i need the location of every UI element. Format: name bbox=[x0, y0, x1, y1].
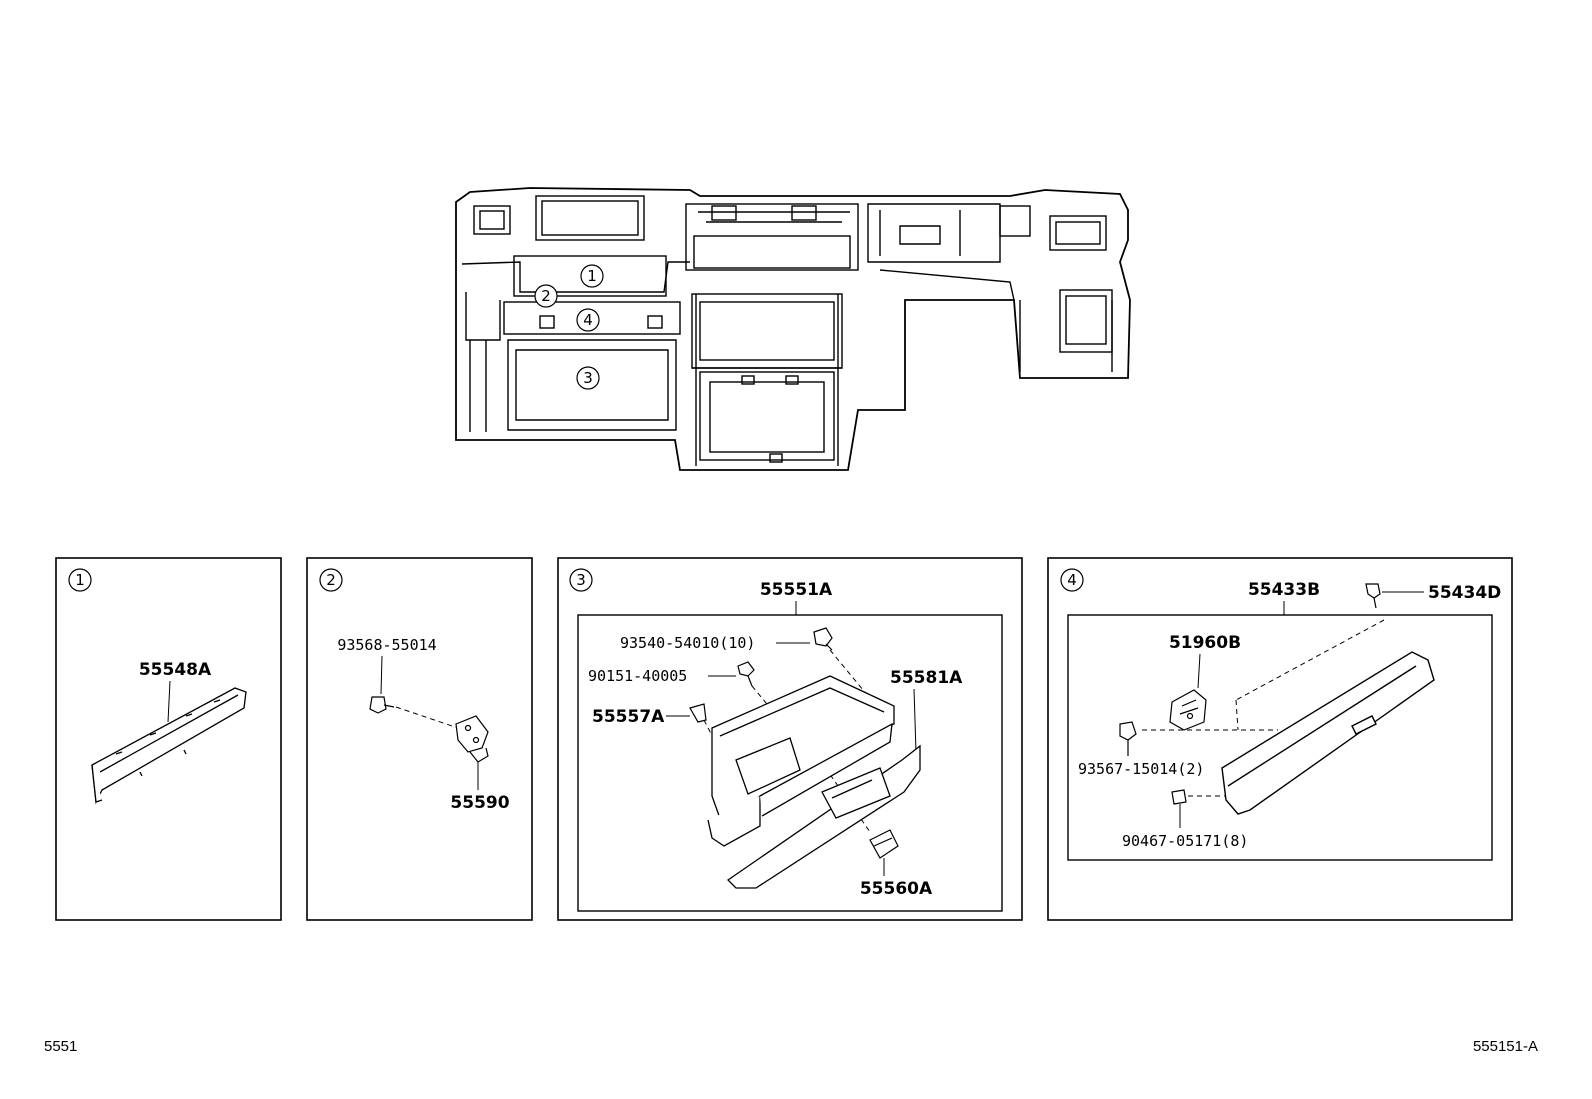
leader-line bbox=[167, 680, 171, 723]
part-label-93568-55014: 93568-55014 bbox=[337, 636, 436, 654]
dashed-assembly-line bbox=[395, 706, 459, 729]
panel-1-number: 1 bbox=[75, 571, 85, 589]
overview-callout-1: 1 bbox=[580, 264, 604, 288]
part-51960B-striker-illustration bbox=[1169, 689, 1207, 731]
part-label-51960B: 51960B bbox=[1169, 633, 1241, 653]
panel-3: 3 55551A 93540-54010(10) 90151-40005 555… bbox=[557, 557, 1023, 921]
svg-text:2: 2 bbox=[541, 287, 551, 305]
damper-icon bbox=[689, 703, 707, 723]
panel-3-frame bbox=[557, 557, 1023, 921]
part-label-55560A: 55560A bbox=[860, 879, 933, 899]
part-label-55557A: 55557A bbox=[592, 707, 665, 727]
screw-icon bbox=[1119, 721, 1137, 756]
overview-callout-4: 4 bbox=[576, 308, 600, 332]
part-label-55433B: 55433B bbox=[1248, 580, 1320, 600]
panel-2: 2 93568-55014 55590 bbox=[306, 557, 533, 921]
panel-4: 4 55433B 55434D 51960B 93567-15 bbox=[1047, 557, 1513, 921]
svg-text:1: 1 bbox=[587, 267, 597, 285]
part-55560A-lock-illustration bbox=[869, 829, 899, 859]
part-label-55434D: 55434D bbox=[1428, 583, 1501, 603]
panel-4-frame bbox=[1047, 557, 1513, 921]
part-label-55548A: 55548A bbox=[139, 660, 212, 680]
part-label-55581A: 55581A bbox=[890, 668, 963, 688]
clip-icon bbox=[813, 627, 833, 651]
clip-icon bbox=[1365, 583, 1381, 609]
panel-1-number-circle bbox=[68, 568, 92, 592]
panel-3-subassembly-frame bbox=[577, 614, 1003, 912]
panel-3-number-circle bbox=[569, 568, 593, 592]
part-55590-illustration bbox=[455, 715, 489, 763]
panel-2-number: 2 bbox=[326, 571, 336, 589]
panel-4-number-circle bbox=[1060, 568, 1084, 592]
svg-text:3: 3 bbox=[583, 369, 593, 387]
panel-4-number: 4 bbox=[1067, 571, 1077, 589]
part-55548A-illustration bbox=[91, 687, 247, 805]
panel-4-subassembly-frame bbox=[1067, 614, 1493, 861]
dashboard-overview-illustration bbox=[455, 187, 1131, 471]
screw-icon bbox=[369, 696, 395, 714]
part-55551A-glovebox-illustration bbox=[707, 675, 895, 847]
leader-line bbox=[380, 655, 383, 695]
part-label-55590: 55590 bbox=[450, 793, 509, 813]
overview-callout-2: 2 bbox=[534, 284, 558, 308]
svg-text:4: 4 bbox=[583, 311, 593, 329]
part-55581A-door-illustration bbox=[726, 744, 921, 889]
panel-2-frame bbox=[306, 557, 533, 921]
part-label-93540-54010: 93540-54010(10) bbox=[620, 634, 755, 652]
part-label-93567-15014: 93567-15014(2) bbox=[1078, 760, 1204, 778]
dashed-assembly-lines bbox=[1142, 619, 1385, 797]
panel-3-number: 3 bbox=[576, 571, 586, 589]
screw-icon bbox=[737, 661, 755, 687]
overview-callout-3: 3 bbox=[576, 366, 600, 390]
panel-1-frame bbox=[55, 557, 282, 921]
part-55433B-garnish-illustration bbox=[1221, 651, 1435, 815]
footer-left-code: 5551 bbox=[44, 1038, 78, 1055]
clip-icon bbox=[1171, 789, 1187, 805]
footer-right-code: 555151-A bbox=[1472, 1038, 1538, 1055]
panel-1: 1 55548A bbox=[55, 557, 282, 921]
part-label-90151-40005: 90151-40005 bbox=[588, 667, 687, 685]
part-label-55551A: 55551A bbox=[760, 580, 833, 600]
part-label-90467-05171: 90467-05171(8) bbox=[1122, 832, 1248, 850]
panel-2-number-circle bbox=[319, 568, 343, 592]
